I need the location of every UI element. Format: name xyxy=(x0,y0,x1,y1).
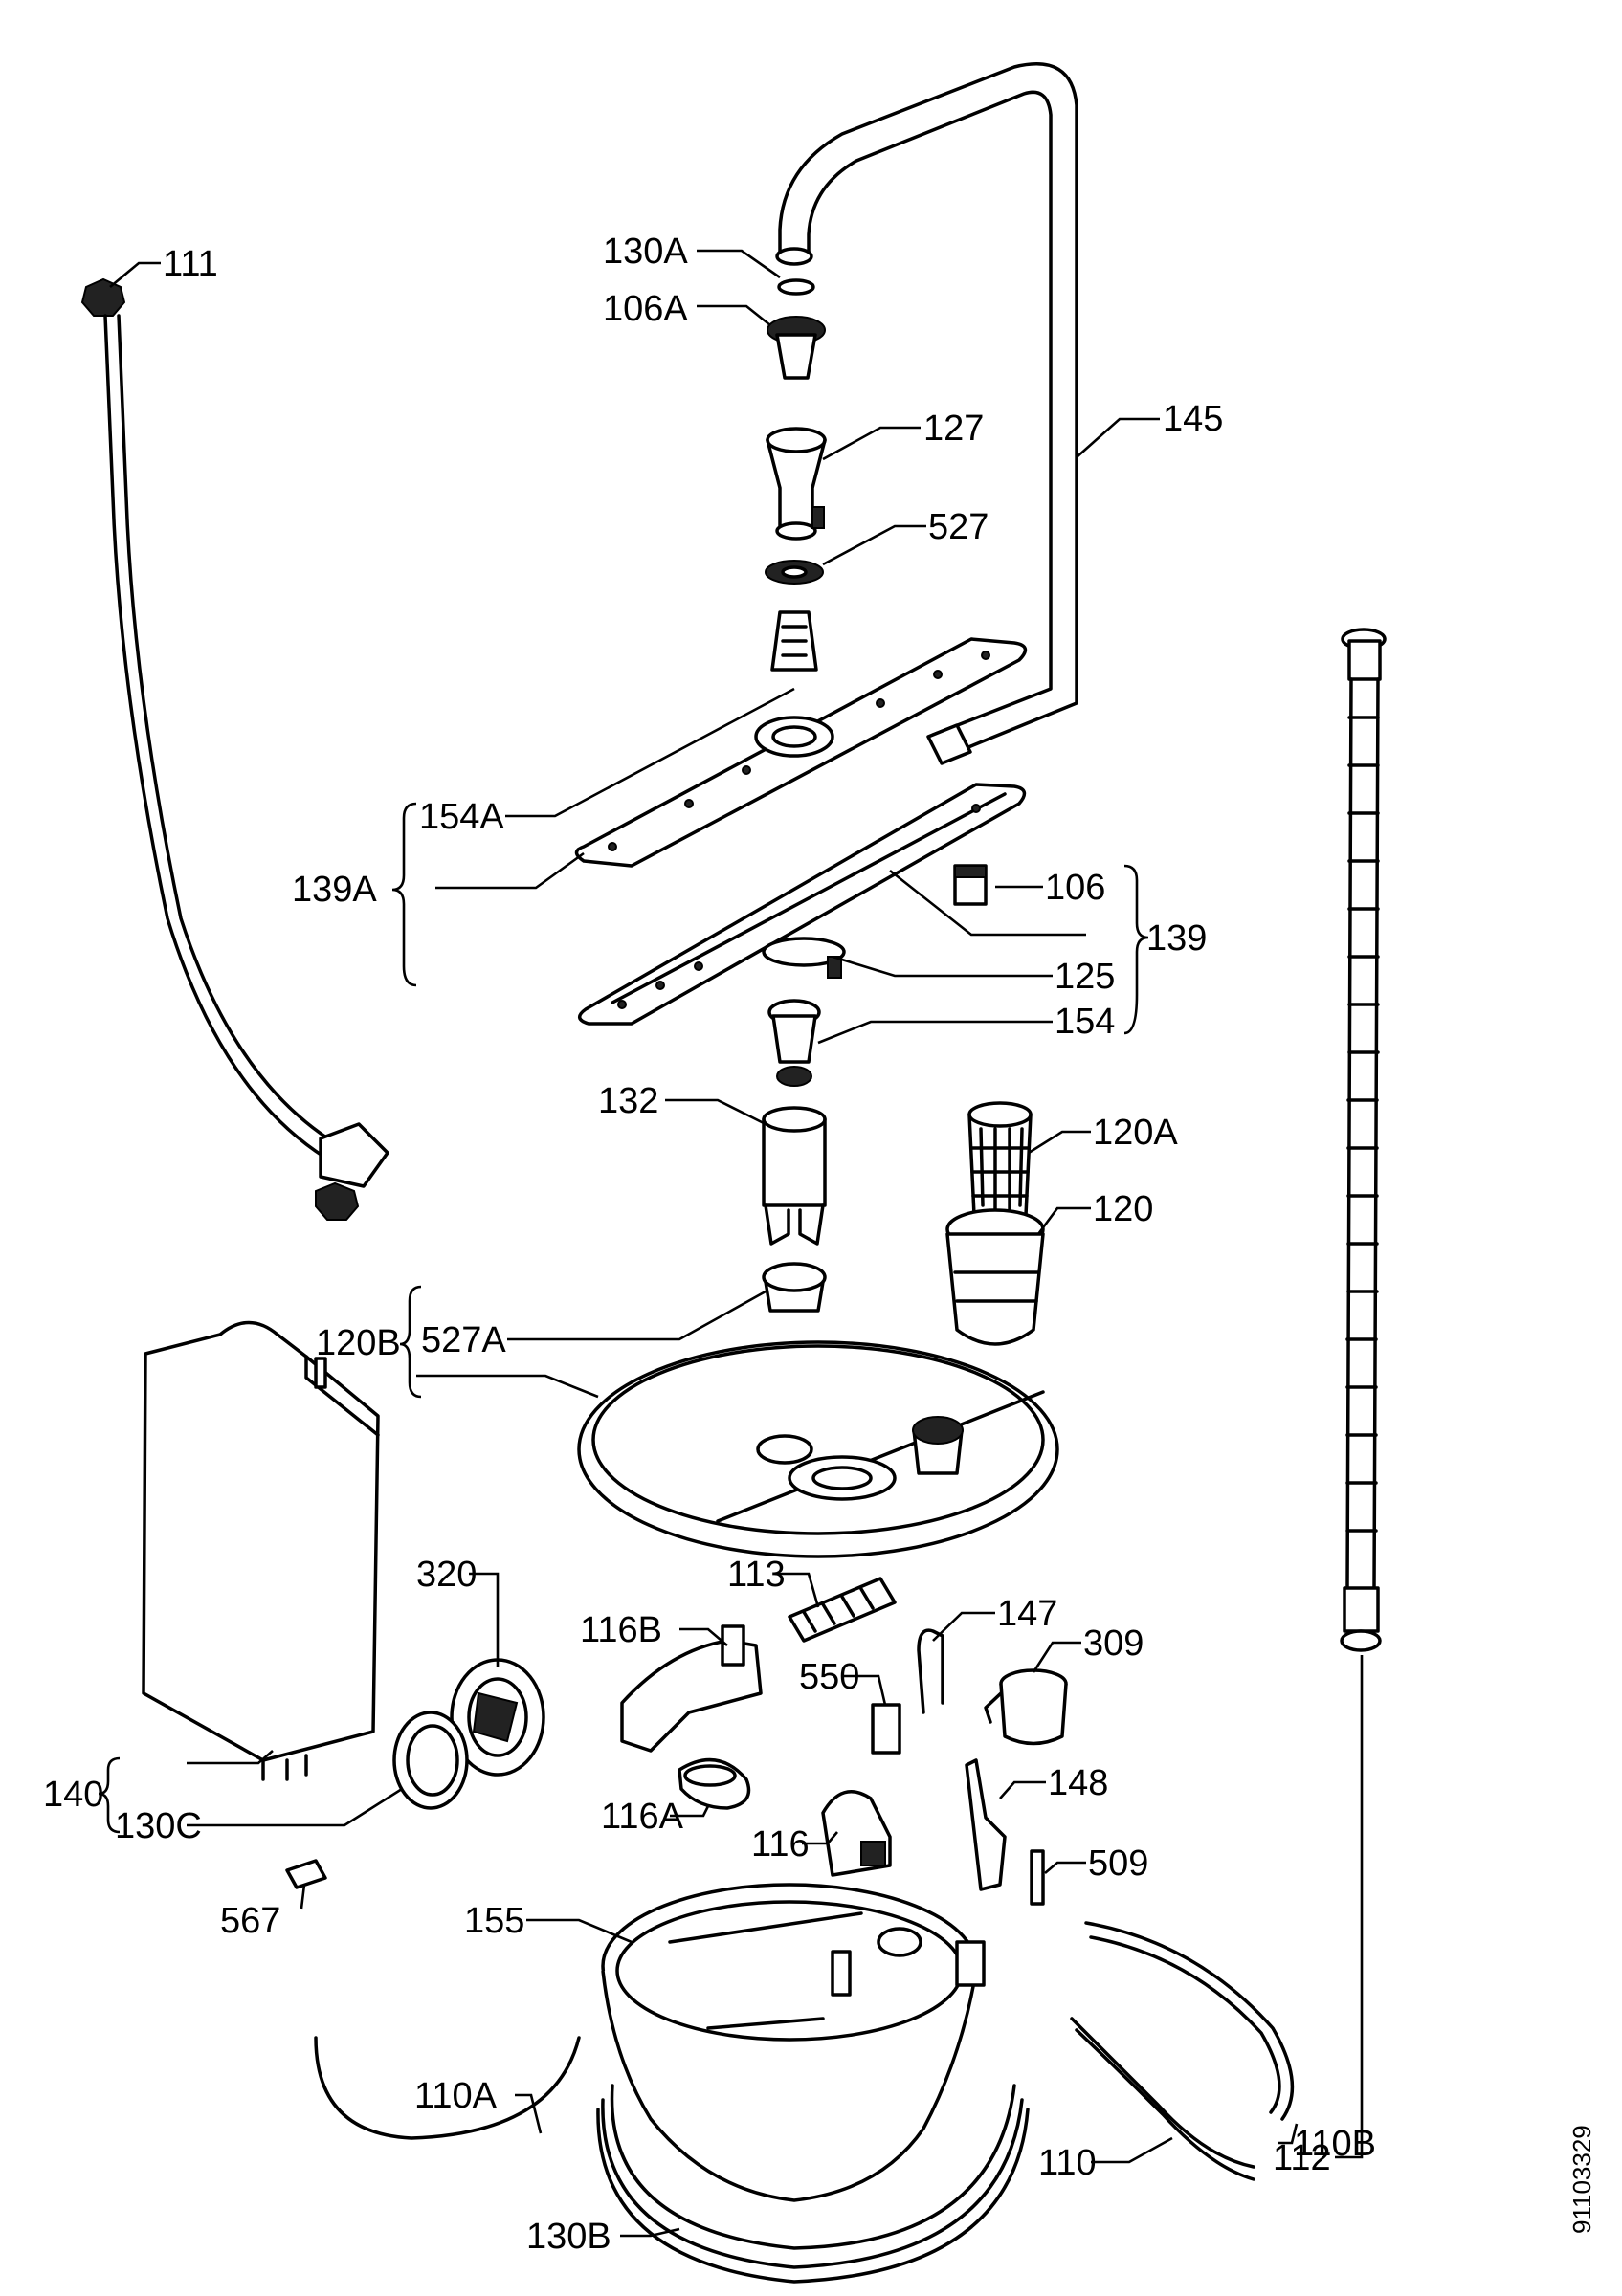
part-110-hose xyxy=(1070,2017,1255,2181)
part-154A-upper-spray-arm xyxy=(574,610,1028,868)
part-567-clip xyxy=(285,1859,327,1889)
label-148: 148 xyxy=(1048,1763,1108,1803)
part-110B-hose xyxy=(1084,1921,1295,2121)
label-130C: 130C xyxy=(115,1806,202,1846)
label-527A: 527A xyxy=(421,1320,506,1360)
part-125-bearing xyxy=(762,937,846,979)
label-116: 116 xyxy=(751,1824,810,1865)
label-154: 154 xyxy=(1055,1002,1115,1042)
label-120: 120 xyxy=(1093,1189,1153,1229)
part-130A-o-ring xyxy=(777,278,815,296)
part-127-connector xyxy=(766,427,827,541)
part-110A-hose xyxy=(314,2036,581,2140)
part-550-block xyxy=(871,1703,901,1755)
label-130A: 130A xyxy=(603,232,688,272)
part-148-lever xyxy=(965,1758,1007,1891)
label-116B: 116B xyxy=(580,1610,662,1650)
label-110B: 110B xyxy=(1294,2124,1376,2164)
label-112: 112 xyxy=(1273,2138,1331,2178)
label-120A: 120A xyxy=(1093,1113,1178,1153)
label-309: 309 xyxy=(1083,1623,1144,1664)
part-116B-housing xyxy=(620,1624,763,1753)
label-120B: 120B xyxy=(316,1323,401,1363)
label-139: 139 xyxy=(1146,918,1207,959)
part-132-tube xyxy=(762,1106,827,1246)
label-130B: 130B xyxy=(526,2217,611,2257)
part-111-inlet-hose xyxy=(80,277,389,1221)
label-139A: 139A xyxy=(292,870,377,910)
part-320-cover xyxy=(450,1658,545,1777)
part-130C-ring xyxy=(392,1711,469,1810)
part-155-sump xyxy=(601,1883,986,2202)
part-120A-filter xyxy=(967,1101,1033,1217)
part-116A-cap xyxy=(678,1757,751,1810)
label-550: 550 xyxy=(799,1657,859,1697)
part-309-cup xyxy=(984,1668,1068,1746)
part-145-supply-pipe xyxy=(775,62,1078,765)
part-139-lower-spray-arm xyxy=(578,783,1027,1026)
label-106A: 106A xyxy=(603,289,688,329)
label-116A: 116A xyxy=(601,1797,684,1837)
label-527: 527 xyxy=(928,507,989,547)
part-154-hub xyxy=(767,999,821,1087)
part-106-clip xyxy=(953,864,988,906)
part-509-pin xyxy=(1030,1849,1045,1906)
label-111: 111 xyxy=(163,244,218,284)
label-145: 145 xyxy=(1163,399,1223,439)
label-106: 106 xyxy=(1045,868,1105,908)
part-120B-filter-plate xyxy=(577,1340,1059,1558)
label-110: 110 xyxy=(1038,2143,1097,2183)
part-147-bracket xyxy=(917,1628,944,1714)
document-code: 91103329 xyxy=(1567,2125,1596,2234)
label-147: 147 xyxy=(997,1594,1057,1634)
label-320: 320 xyxy=(416,1555,477,1595)
label-113: 113 xyxy=(727,1555,786,1595)
part-113-pipe xyxy=(788,1577,897,1643)
part-106A-nut xyxy=(767,316,826,380)
part-140-softener-tank xyxy=(142,1320,380,1781)
part-120-filter xyxy=(945,1208,1045,1346)
label-154A: 154A xyxy=(419,797,504,837)
label-567: 567 xyxy=(220,1901,280,1941)
label-125: 125 xyxy=(1055,957,1115,997)
label-140: 140 xyxy=(43,1775,103,1815)
label-132: 132 xyxy=(598,1081,658,1121)
part-112-drain-hose xyxy=(1340,628,1387,1652)
part-116-valve xyxy=(821,1790,892,1877)
part-527-seal xyxy=(765,560,824,585)
part-130B-gasket xyxy=(596,2084,1030,2284)
part-527A-seal xyxy=(762,1262,827,1313)
leader-lines xyxy=(98,249,1364,2238)
label-127: 127 xyxy=(923,408,984,449)
label-110A: 110A xyxy=(414,2076,498,2116)
label-509: 509 xyxy=(1088,1843,1148,1884)
label-155: 155 xyxy=(464,1901,524,1941)
